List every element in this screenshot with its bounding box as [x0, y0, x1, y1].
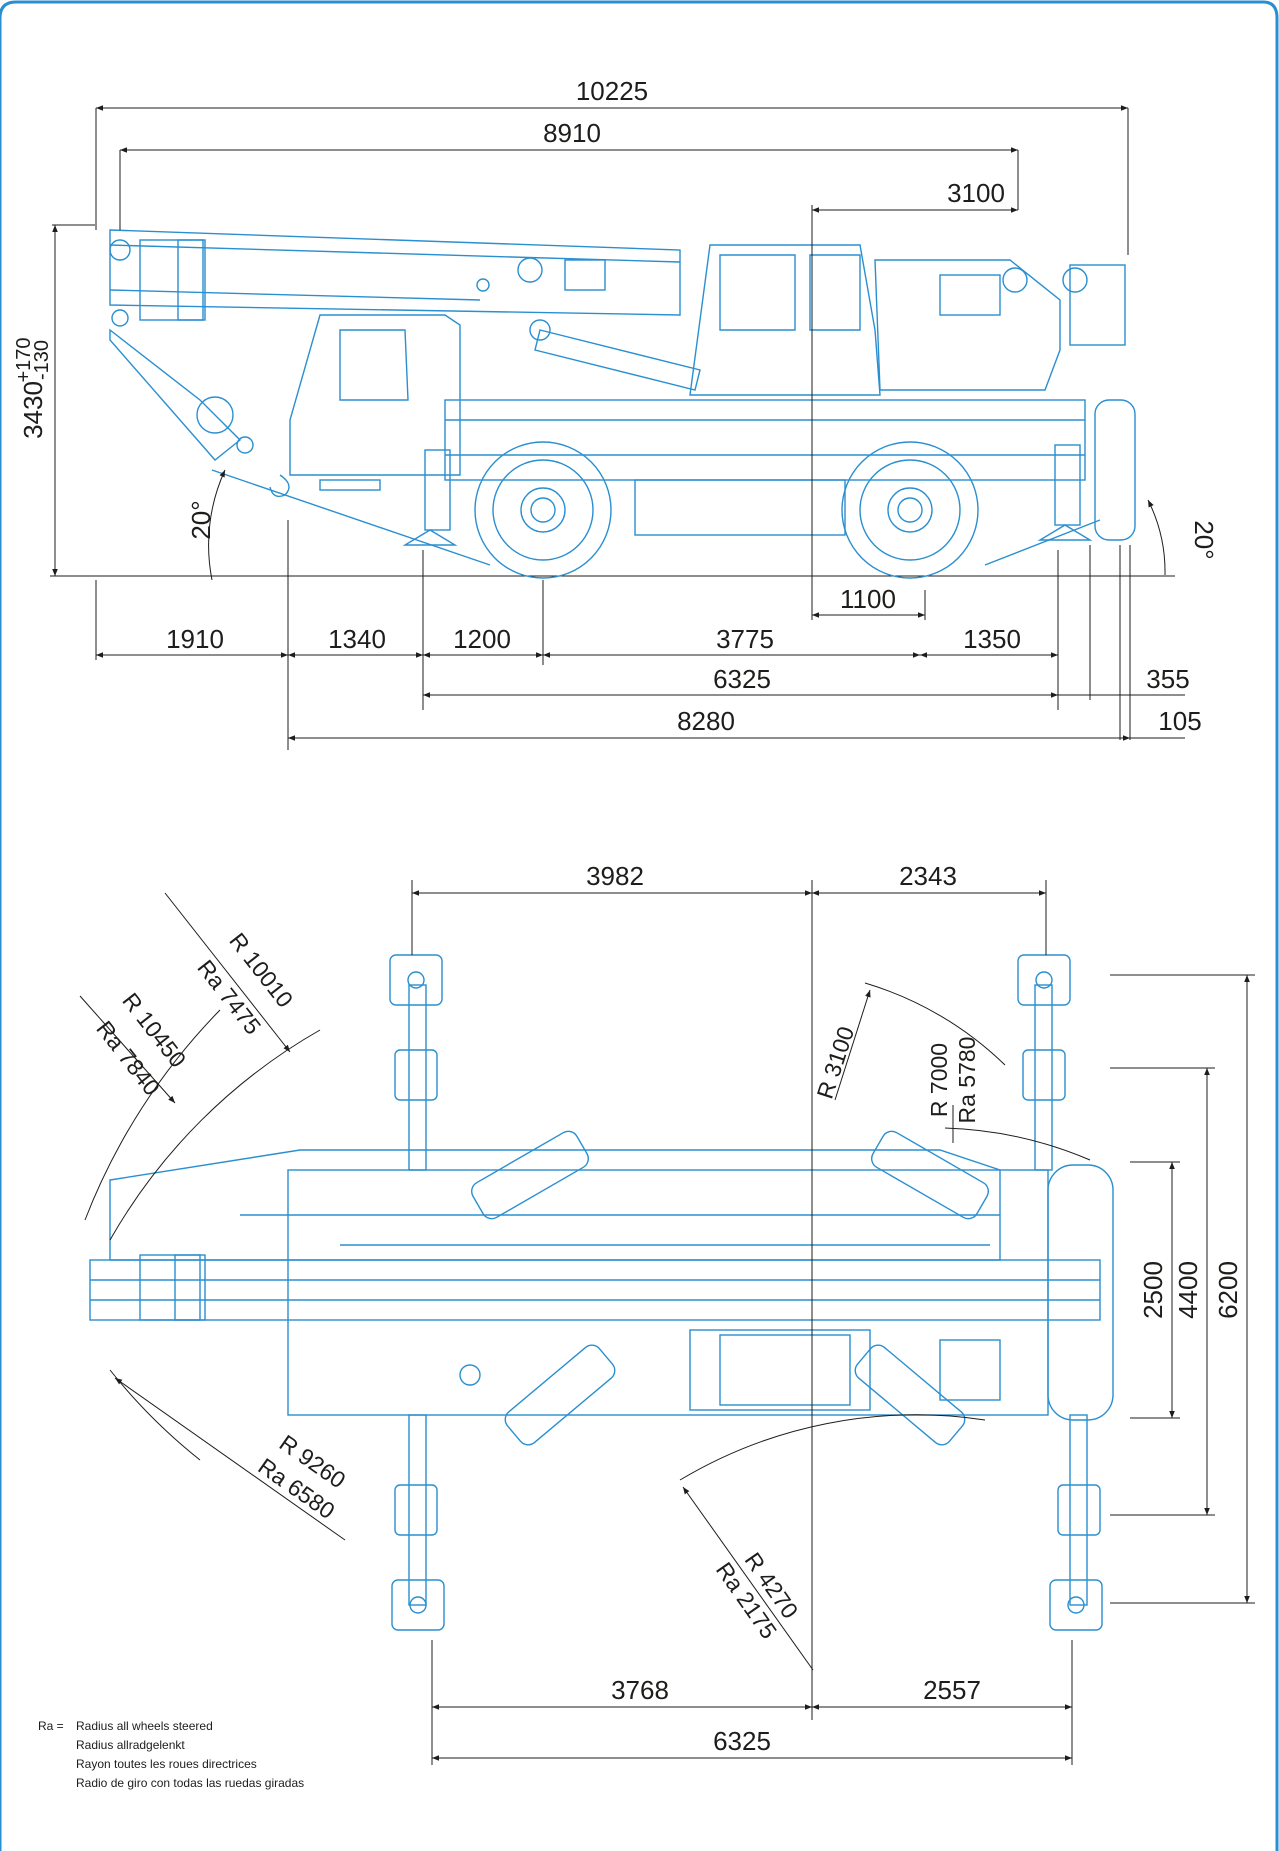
dim-height-tol-plus: +170 [13, 337, 35, 382]
dim-1100: 1100 [840, 584, 896, 614]
dim-height-tol-minus: -130 [31, 340, 53, 380]
dim-rear-overhang: 3100 [947, 178, 1005, 208]
dim-3982: 3982 [586, 861, 644, 891]
dim-6200: 6200 [1213, 1261, 1243, 1319]
side-view-crane [50, 229, 1175, 579]
dim-2500: 2500 [1138, 1261, 1168, 1319]
legend-line-fr: Rayon toutes les roues directrices [76, 1757, 257, 1771]
dim-3775: 3775 [716, 624, 774, 654]
angle-rear: 20° [1189, 520, 1219, 559]
legend-key: Ra = [38, 1719, 64, 1733]
dim-overall-length: 10225 [576, 76, 648, 106]
dim-355: 355 [1146, 664, 1189, 694]
dim-1910: 1910 [166, 624, 224, 654]
dim-1200: 1200 [453, 624, 511, 654]
dim-1340: 1340 [328, 624, 386, 654]
legend-line-es: Radio de giro con todas las ruedas girad… [76, 1776, 305, 1790]
side-view-labels: 10225 8910 3100 3430 +170 -130 20° 20° 1… [13, 76, 1219, 736]
dim-2557: 2557 [923, 1675, 981, 1705]
angle-front: 20° [186, 500, 216, 539]
radius-r3100: R 3100 [812, 1023, 860, 1102]
dim-4400: 4400 [1173, 1261, 1203, 1319]
dim-6325: 6325 [713, 664, 771, 694]
legend-line-en: Radius all wheels steered [76, 1719, 213, 1733]
radius-ra5780: Ra 5780 [954, 1037, 980, 1124]
dim-6325-plan: 6325 [713, 1726, 771, 1756]
legend-line-de: Radius allradgelenkt [76, 1738, 185, 1752]
dim-1350: 1350 [963, 624, 1021, 654]
side-view-dimensions [52, 105, 1185, 750]
dim-105: 105 [1158, 706, 1201, 736]
plan-view-crane [89, 954, 1114, 1631]
radius-r7000: R 7000 [926, 1043, 952, 1117]
radius-legend: Ra = Radius all wheels steered Radius al… [38, 1717, 304, 1793]
dim-height: 3430 [18, 381, 48, 439]
plan-view-dimensions [79, 880, 1255, 1765]
dim-2343: 2343 [899, 861, 957, 891]
dim-3768: 3768 [611, 1675, 669, 1705]
dim-boom-length: 8910 [543, 118, 601, 148]
dim-8280: 8280 [677, 706, 735, 736]
